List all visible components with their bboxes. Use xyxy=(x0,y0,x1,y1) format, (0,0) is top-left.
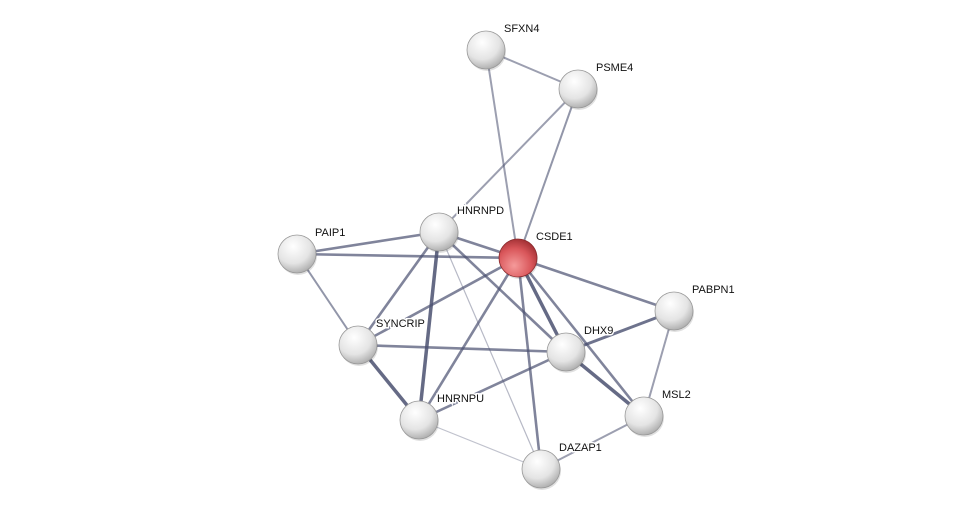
node-hnrnpd[interactable]: HNRNPD xyxy=(419,204,506,253)
node-label: PABPN1 xyxy=(692,284,735,296)
edge-psme4-csde1[interactable] xyxy=(517,88,579,259)
node-sphere[interactable] xyxy=(521,449,561,489)
node-sphere[interactable] xyxy=(558,69,598,109)
node-label: SFXN4 xyxy=(504,23,539,35)
node-paip1[interactable]: PAIP1 xyxy=(277,226,347,275)
edge-hnrnpd-hnrnpu[interactable] xyxy=(417,231,441,421)
node-label: CSDE1 xyxy=(536,231,573,243)
node-label: DHX9 xyxy=(584,325,613,337)
edge-csde1-syncrip[interactable] xyxy=(357,256,519,347)
node-psme4[interactable]: PSME4 xyxy=(558,61,635,110)
node-label: PSME4 xyxy=(596,62,633,74)
node-sphere[interactable] xyxy=(546,332,586,372)
node-sfxn4[interactable]: SFXN4 xyxy=(466,22,541,71)
node-dhx9[interactable]: DHX9 xyxy=(546,324,615,373)
edge-paip1-hnrnpd[interactable] xyxy=(296,230,440,256)
edge-hnrnpu-dazap1[interactable] xyxy=(418,419,542,470)
edge-csde1-dazap1[interactable] xyxy=(516,257,543,470)
node-sphere[interactable] xyxy=(399,400,439,440)
node-label: HNRNPD xyxy=(457,205,504,217)
edge-hnrnpd-syncrip[interactable] xyxy=(356,231,441,346)
edge-paip1-csde1[interactable] xyxy=(296,252,519,260)
node-label: SYNCRIP xyxy=(376,318,425,330)
node-sphere[interactable] xyxy=(277,234,317,274)
node-label: HNRNPU xyxy=(437,393,484,405)
edge-psme4-hnrnpd[interactable] xyxy=(438,88,579,233)
node-sphere[interactable] xyxy=(419,212,459,252)
node-sphere[interactable] xyxy=(624,396,664,436)
node-csde1[interactable]: CSDE1 xyxy=(498,230,574,279)
edge-hnrnpd-dhx9[interactable] xyxy=(438,231,567,353)
node-sphere[interactable] xyxy=(466,30,506,70)
edge-sfxn4-csde1[interactable] xyxy=(485,49,519,259)
node-hnrnpu[interactable]: HNRNPU xyxy=(399,392,486,441)
node-label: DAZAP1 xyxy=(559,442,602,454)
edge-hnrnpu-dhx9[interactable] xyxy=(418,350,567,422)
edge-csde1-hnrnpu[interactable] xyxy=(417,257,520,421)
node-sphere[interactable] xyxy=(338,325,378,365)
node-label: PAIP1 xyxy=(315,227,345,239)
edge-csde1-msl2[interactable] xyxy=(516,257,646,417)
edge-csde1-pabpn1[interactable] xyxy=(517,256,675,313)
node-sphere[interactable] xyxy=(654,291,694,331)
node-label: MSL2 xyxy=(662,389,691,401)
node-syncrip[interactable]: SYNCRIP xyxy=(338,317,426,366)
node-msl2[interactable]: MSL2 xyxy=(624,388,692,437)
node-pabpn1[interactable]: PABPN1 xyxy=(654,283,736,332)
node-dazap1[interactable]: DAZAP1 xyxy=(521,441,603,490)
node-sphere[interactable] xyxy=(498,238,538,278)
edge-syncrip-dhx9[interactable] xyxy=(357,343,567,354)
